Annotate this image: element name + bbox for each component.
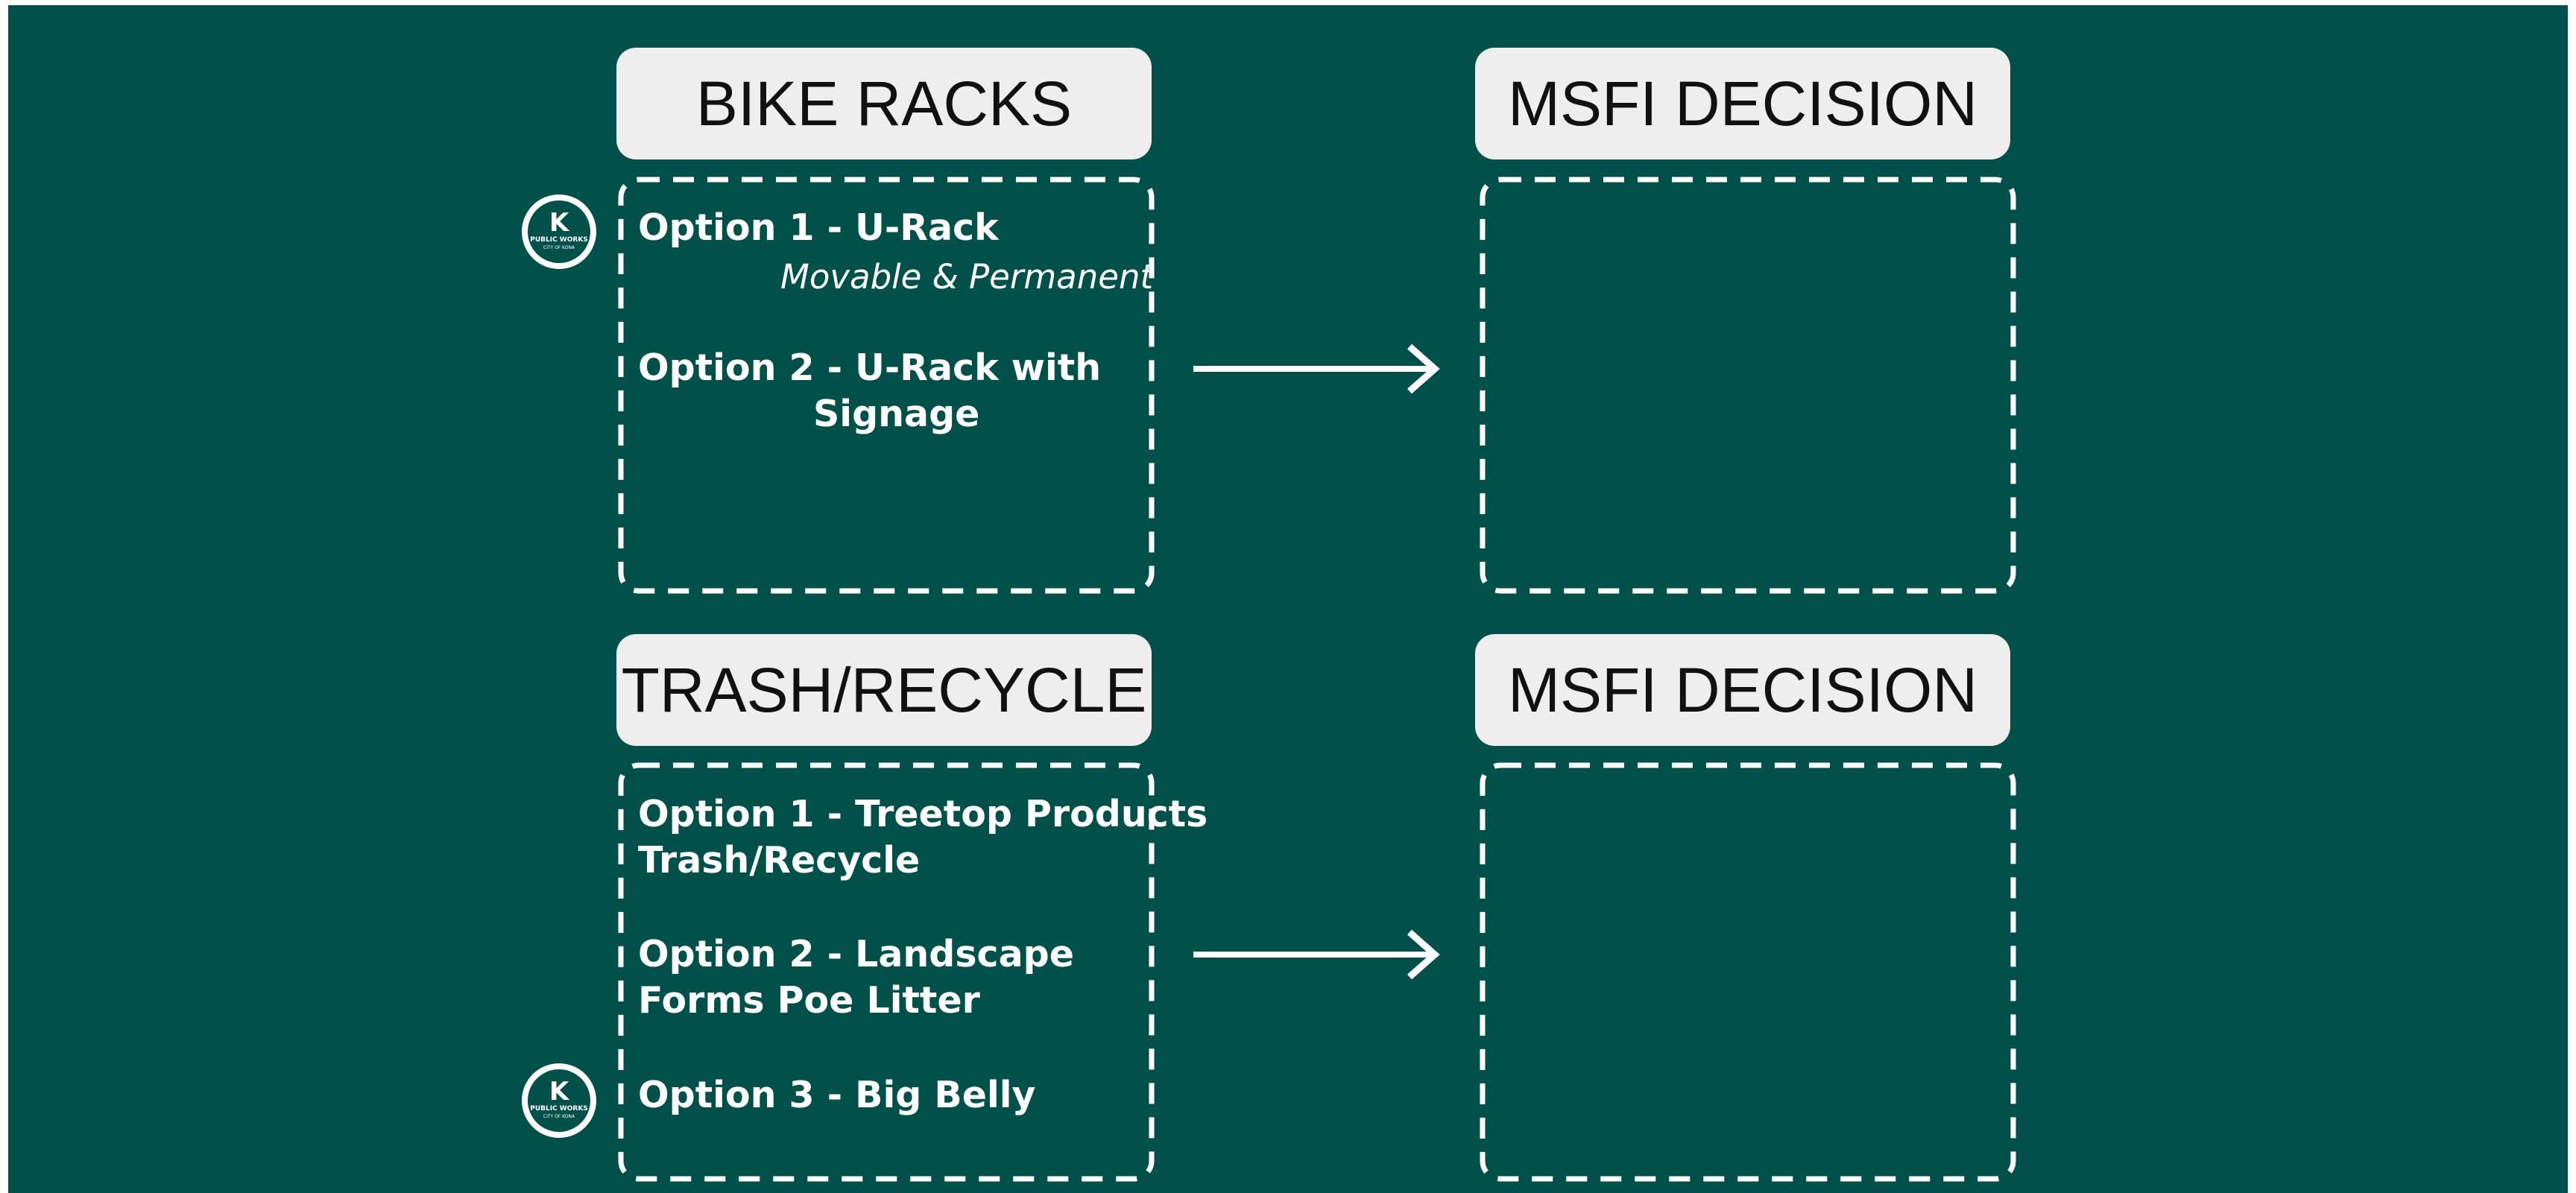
dashed-border bbox=[618, 177, 1155, 594]
logo-line-1: PUBLIC WORKS bbox=[530, 1105, 588, 1113]
msfi-decision-header-1: MSFI DECISION bbox=[1475, 48, 2010, 159]
msfi-decision-header-2: MSFI DECISION bbox=[1475, 634, 2010, 746]
logo-letter: K bbox=[549, 1077, 570, 1107]
public-works-logo-icon: K PUBLIC WORKS CITY OF KONA bbox=[522, 1063, 596, 1138]
diagram-slide: BIKE RACKS MSFI DECISION Option 1 - U-Ra… bbox=[8, 5, 2568, 1193]
logo-letter: K bbox=[549, 208, 570, 238]
dashed-border bbox=[1480, 762, 2016, 1182]
bike-option-2-label-line1: Option 2 - U-Rack with bbox=[638, 346, 1102, 389]
msfi-decision-box-1 bbox=[1480, 177, 2016, 594]
trash-options-box bbox=[618, 762, 1155, 1182]
logo-line-2: CITY OF KONA bbox=[543, 1114, 575, 1119]
arrow-right-icon bbox=[1193, 344, 1440, 394]
bike-option-1-note: Movable & Permanent bbox=[780, 257, 1154, 297]
logo-line-2: CITY OF KONA bbox=[543, 245, 575, 250]
bike-racks-header: BIKE RACKS bbox=[616, 48, 1152, 159]
bike-racks-options-box bbox=[618, 177, 1155, 594]
trash-option-2-label-line1: Option 2 - Landscape bbox=[638, 933, 1074, 975]
dashed-border bbox=[618, 762, 1155, 1182]
trash-recycle-header: TRASH/RECYCLE bbox=[616, 634, 1152, 746]
trash-option-1-label-line1: Option 1 - Treetop Products bbox=[638, 793, 1208, 835]
msfi-decision-box-2 bbox=[1480, 762, 2016, 1182]
bike-option-2-label-line2: Signage bbox=[813, 393, 980, 435]
public-works-logo-icon: K PUBLIC WORKS CITY OF KONA bbox=[522, 194, 596, 269]
dashed-border bbox=[1480, 177, 2016, 594]
logo-line-1: PUBLIC WORKS bbox=[530, 236, 588, 244]
trash-option-2-label-line2: Forms Poe Litter bbox=[638, 979, 980, 1022]
trash-option-3-label: Option 3 - Big Belly bbox=[638, 1074, 1036, 1116]
trash-option-1-label-line2: Trash/Recycle bbox=[638, 839, 921, 882]
arrow-right-icon bbox=[1193, 929, 1440, 980]
bike-option-1-label: Option 1 - U-Rack bbox=[638, 206, 999, 249]
